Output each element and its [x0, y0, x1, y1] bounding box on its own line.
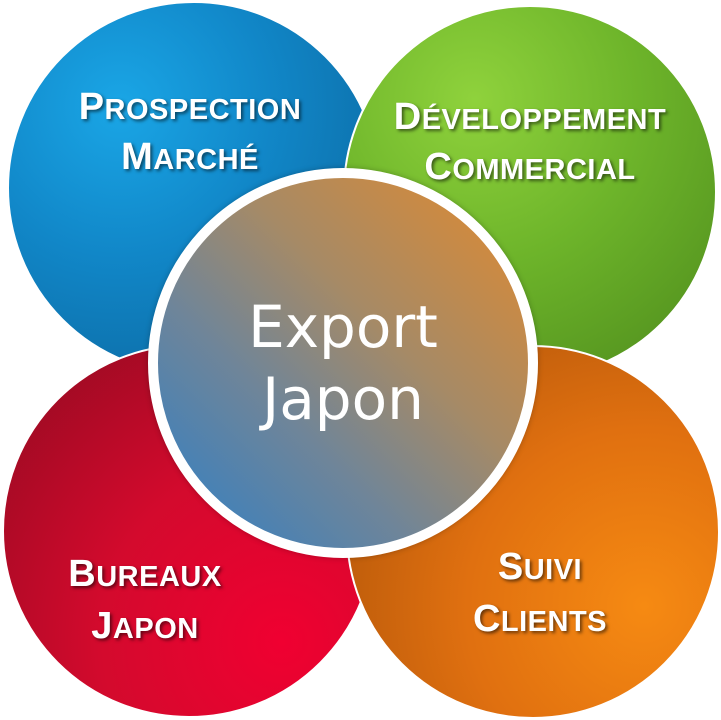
segment-label-line: Prospection: [78, 86, 302, 128]
center-title: Export Japon: [148, 168, 538, 558]
segment-label-bureaux: Bureaux Japon: [40, 555, 250, 645]
segment-label-line: Japon: [91, 605, 199, 647]
center-title-line: Japon: [262, 365, 424, 433]
segment-label-line: Clients: [472, 598, 608, 640]
segment-label-line: Développement: [393, 96, 667, 138]
segment-label-suivi: Suivi Clients: [440, 548, 640, 638]
segment-label-developpement: Développement commercial: [370, 98, 690, 186]
center-title-line: Export: [248, 292, 438, 361]
segment-label-line: commercial: [424, 146, 636, 188]
segment-label-prospection: Prospection marché: [40, 88, 340, 176]
segment-label-line: Bureaux: [68, 553, 222, 595]
center-circle: [148, 168, 538, 558]
segment-label-line: Suivi: [497, 546, 583, 588]
segment-label-line: marché: [121, 136, 259, 178]
